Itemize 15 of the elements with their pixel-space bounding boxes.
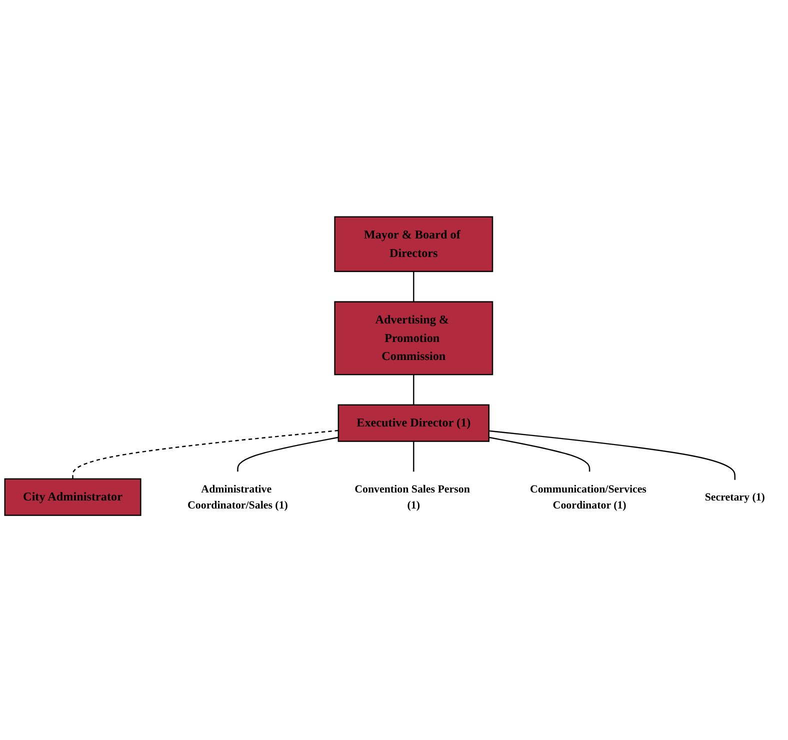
node-text: Secretary (1) [704, 491, 765, 504]
connector [413, 272, 414, 302]
node-box: Executive Director (1) [338, 404, 490, 442]
connector [72, 430, 338, 480]
node-box: Mayor & Board of Directors [334, 216, 494, 272]
connector [237, 437, 339, 472]
connector [413, 374, 414, 406]
connector [413, 442, 414, 472]
connector [488, 430, 736, 480]
node-box: City Administrator [4, 478, 142, 516]
node-box: Advertising & Promotion Commission [334, 301, 494, 376]
node-text: Communication/Services Coordinator (1) [530, 482, 646, 512]
node-text: Administrative Coordinator/Sales (1) [188, 482, 288, 512]
node-text: Convention Sales Person (1) [354, 482, 470, 512]
connector [488, 437, 590, 472]
